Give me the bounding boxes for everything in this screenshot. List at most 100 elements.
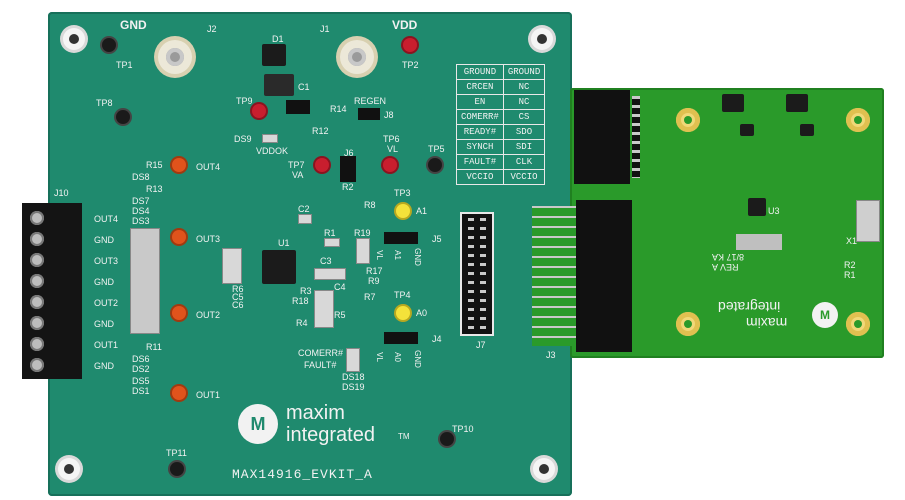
test-point-tp7 bbox=[315, 158, 329, 172]
test-point-tp10 bbox=[440, 432, 454, 446]
r6-label: R6 bbox=[232, 284, 244, 294]
capacitor-c1 bbox=[264, 74, 294, 96]
usb-connector bbox=[856, 200, 880, 242]
board-model: MAX14916_EVKIT_A bbox=[232, 467, 373, 482]
c5-label: C5 bbox=[232, 292, 244, 302]
binding-post-j2 bbox=[158, 40, 192, 74]
table-row: COMERR#CS bbox=[456, 109, 546, 125]
mount-ring bbox=[846, 312, 870, 336]
mount-ring bbox=[846, 108, 870, 132]
daughter-logo-line1: maxim bbox=[746, 315, 788, 331]
test-point-tp6 bbox=[383, 158, 397, 172]
test-point-tp5 bbox=[428, 158, 442, 172]
table-cell: CS bbox=[502, 109, 546, 125]
terminal-label: GND bbox=[94, 277, 114, 287]
ds7-label: DS7 bbox=[132, 196, 150, 206]
tp3-label: TP3 bbox=[394, 188, 411, 198]
table-cell: GROUND bbox=[502, 64, 546, 80]
j6-label: J6 bbox=[344, 148, 354, 158]
small-ic bbox=[800, 124, 814, 136]
c2-label: C2 bbox=[298, 204, 310, 214]
j10-label: J10 bbox=[54, 188, 69, 198]
table-cell: CRCEN bbox=[456, 79, 504, 95]
table-row: READY#SDO bbox=[456, 124, 546, 140]
j4-gnd-label: GND bbox=[412, 350, 422, 368]
small-ic bbox=[740, 124, 754, 136]
ds5-label: DS5 bbox=[132, 376, 150, 386]
fault-label: FAULT# bbox=[304, 360, 337, 370]
test-point-out4 bbox=[172, 158, 186, 172]
logo-line2: integrated bbox=[286, 424, 375, 446]
logo-line1: maxim bbox=[286, 402, 345, 424]
tp11-label: TP11 bbox=[166, 448, 187, 458]
r17-label: R17 bbox=[366, 266, 383, 276]
led-pair-ds18-ds19 bbox=[346, 348, 360, 372]
r8-label: R8 bbox=[364, 200, 376, 210]
terminal-screw bbox=[30, 232, 44, 246]
tp8-label: TP8 bbox=[96, 98, 113, 108]
pin-column bbox=[468, 218, 474, 330]
table-cell: VCCIO bbox=[456, 169, 504, 185]
mounting-hole bbox=[58, 458, 80, 480]
a0-label: A0 bbox=[416, 308, 428, 318]
j4-a0-label: A0 bbox=[392, 352, 402, 362]
pin-column bbox=[632, 96, 640, 178]
table-row: FAULT#CLK bbox=[456, 154, 546, 170]
test-point-out3 bbox=[172, 230, 186, 244]
j8-label: J8 bbox=[384, 110, 394, 120]
terminal-label: GND bbox=[94, 319, 114, 329]
r18-label: R18 bbox=[292, 296, 309, 306]
terminal-label: OUT2 bbox=[94, 298, 119, 308]
pin-column bbox=[480, 218, 486, 330]
test-point-tp2 bbox=[403, 38, 417, 52]
test-point-tp8 bbox=[116, 110, 130, 124]
r1-label: R1 bbox=[324, 228, 336, 238]
tp10-label: TP10 bbox=[452, 424, 474, 434]
u3-label: U3 bbox=[768, 206, 780, 216]
table-cell: SDI bbox=[502, 139, 546, 155]
terminal-screw bbox=[30, 337, 44, 351]
jumper-j-regen bbox=[286, 100, 310, 114]
r11-label: R11 bbox=[146, 342, 162, 352]
j5-vl-label: VL bbox=[374, 250, 384, 260]
maxim-logo-mark: M bbox=[238, 404, 278, 444]
ds4-label: DS4 bbox=[132, 206, 150, 216]
r12-label: R12 bbox=[312, 126, 329, 136]
ic-u1 bbox=[262, 250, 296, 284]
table-cell: GROUND bbox=[456, 64, 504, 80]
ds6-label: DS6 bbox=[132, 354, 150, 364]
ds19-label: DS19 bbox=[342, 382, 365, 392]
table-cell: SDO bbox=[502, 124, 546, 140]
mount-ring bbox=[676, 312, 700, 336]
terminal-screw bbox=[30, 316, 44, 330]
sip-component bbox=[736, 234, 782, 250]
ds1-label: DS1 bbox=[132, 386, 150, 396]
out3-label: OUT3 bbox=[196, 234, 221, 244]
terminal-label: OUT4 bbox=[94, 214, 119, 224]
ic-u3 bbox=[748, 198, 766, 216]
r7-label: R7 bbox=[364, 292, 376, 302]
table-cell: FAULT# bbox=[456, 154, 504, 170]
daughter-logo-mark: M bbox=[812, 302, 838, 328]
table-cell: VCCIO bbox=[502, 169, 546, 185]
r13-label: R13 bbox=[146, 184, 163, 194]
vddok-label: VDDOK bbox=[256, 146, 289, 156]
passive-group-left bbox=[222, 248, 242, 284]
terminal-label: GND bbox=[94, 361, 114, 371]
tp1-label: TP1 bbox=[116, 60, 133, 70]
logo-tm: TM bbox=[398, 432, 410, 441]
r14-label: R14 bbox=[330, 104, 347, 114]
jumper-j4 bbox=[384, 332, 418, 344]
ds18-label: DS18 bbox=[342, 372, 365, 382]
out2-label: OUT2 bbox=[196, 310, 221, 320]
r1-daughter-label: R1 bbox=[844, 270, 856, 280]
va-label: VA bbox=[292, 170, 304, 180]
r2-daughter-label: R2 bbox=[844, 260, 856, 270]
r19-label: R19 bbox=[354, 228, 371, 238]
capacitor-c3 bbox=[314, 268, 346, 280]
c1-label: C1 bbox=[298, 82, 310, 92]
